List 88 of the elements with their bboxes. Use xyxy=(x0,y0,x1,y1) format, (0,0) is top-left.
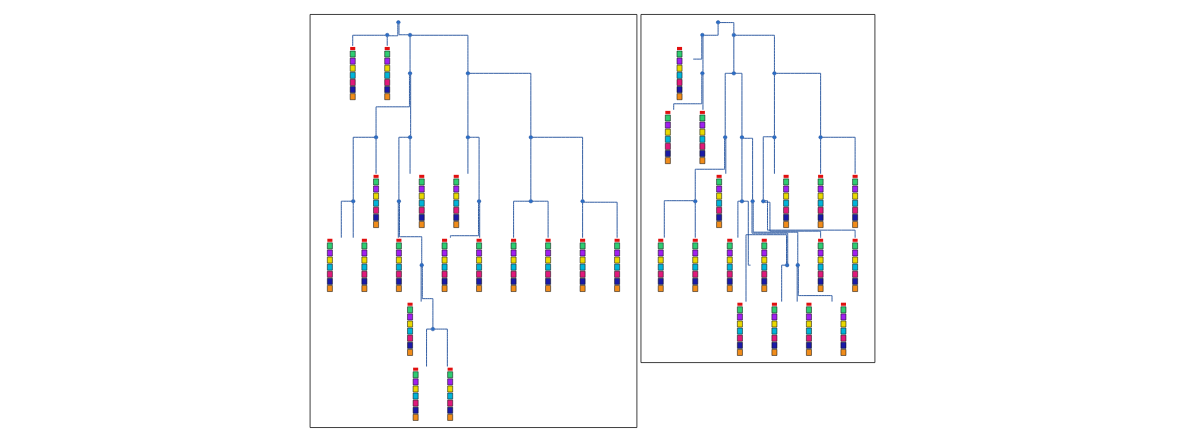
node-circle xyxy=(407,32,412,38)
node-circle xyxy=(528,135,533,140)
node-circle xyxy=(580,199,585,204)
connector xyxy=(775,72,821,136)
connector xyxy=(742,137,753,200)
node-circle xyxy=(784,263,789,268)
connector xyxy=(433,328,448,367)
node-circle xyxy=(739,135,744,140)
connector xyxy=(745,234,787,303)
connector xyxy=(773,138,775,175)
node-circle xyxy=(528,199,533,204)
node-circle xyxy=(722,135,727,140)
connector xyxy=(821,136,856,175)
node-circle xyxy=(396,199,401,204)
connector xyxy=(702,36,703,73)
node-circle xyxy=(699,32,704,38)
node-circle xyxy=(692,199,697,204)
node-circle xyxy=(419,263,424,268)
node-circle xyxy=(750,199,755,204)
connector xyxy=(692,36,702,60)
connector xyxy=(773,74,775,136)
connector xyxy=(819,138,821,175)
connector xyxy=(703,23,719,36)
connector xyxy=(529,138,531,200)
connector xyxy=(796,266,798,303)
connector xyxy=(397,136,409,200)
connector xyxy=(352,136,375,200)
connector xyxy=(742,200,751,266)
node-circle xyxy=(384,32,389,38)
connector xyxy=(694,202,696,239)
connector xyxy=(531,136,583,200)
connector xyxy=(531,200,549,239)
connector xyxy=(340,200,352,239)
node-circle xyxy=(818,135,823,140)
connector xyxy=(762,136,773,200)
node-circle xyxy=(395,20,400,25)
connector xyxy=(397,202,399,239)
connector xyxy=(468,72,531,136)
connector xyxy=(724,72,732,136)
node-circle xyxy=(771,135,776,140)
connector xyxy=(468,136,480,200)
connector xyxy=(741,138,742,200)
connector xyxy=(732,36,734,72)
cluster xyxy=(309,14,637,428)
node-circle xyxy=(771,71,776,76)
node-circle xyxy=(465,71,470,76)
connector xyxy=(425,328,431,367)
connector xyxy=(724,138,726,175)
connector xyxy=(409,138,410,175)
connector xyxy=(736,200,741,239)
node-circle xyxy=(407,135,412,140)
connector xyxy=(734,72,742,136)
connector xyxy=(352,202,354,239)
cluster xyxy=(640,14,875,363)
connector xyxy=(387,23,398,37)
connector xyxy=(386,36,388,47)
connector xyxy=(702,74,703,111)
connector xyxy=(663,200,694,239)
node-circle xyxy=(430,327,435,332)
connector xyxy=(398,23,409,36)
connector xyxy=(466,74,468,136)
node-circle xyxy=(476,199,481,204)
connector xyxy=(410,34,468,72)
connector xyxy=(466,138,468,175)
connector xyxy=(780,264,786,303)
connector xyxy=(375,138,376,175)
node-circle xyxy=(731,32,736,38)
node-circle xyxy=(373,135,378,140)
connector xyxy=(409,74,411,136)
node-circle xyxy=(760,199,765,204)
connector xyxy=(512,200,529,239)
node-circle xyxy=(715,20,720,25)
node-circle xyxy=(731,71,736,76)
connector xyxy=(409,36,410,72)
connector xyxy=(734,34,775,72)
connector xyxy=(351,34,386,47)
node-circle xyxy=(795,263,800,268)
node-circle xyxy=(739,199,744,204)
node-circle xyxy=(465,135,470,140)
connector xyxy=(478,202,480,239)
node-circle xyxy=(699,71,704,76)
connector xyxy=(583,201,618,239)
node-circle xyxy=(407,71,412,76)
connector xyxy=(719,22,734,34)
node-circle xyxy=(350,199,355,204)
connector xyxy=(581,202,583,239)
connector xyxy=(420,266,422,303)
connector xyxy=(421,266,433,328)
